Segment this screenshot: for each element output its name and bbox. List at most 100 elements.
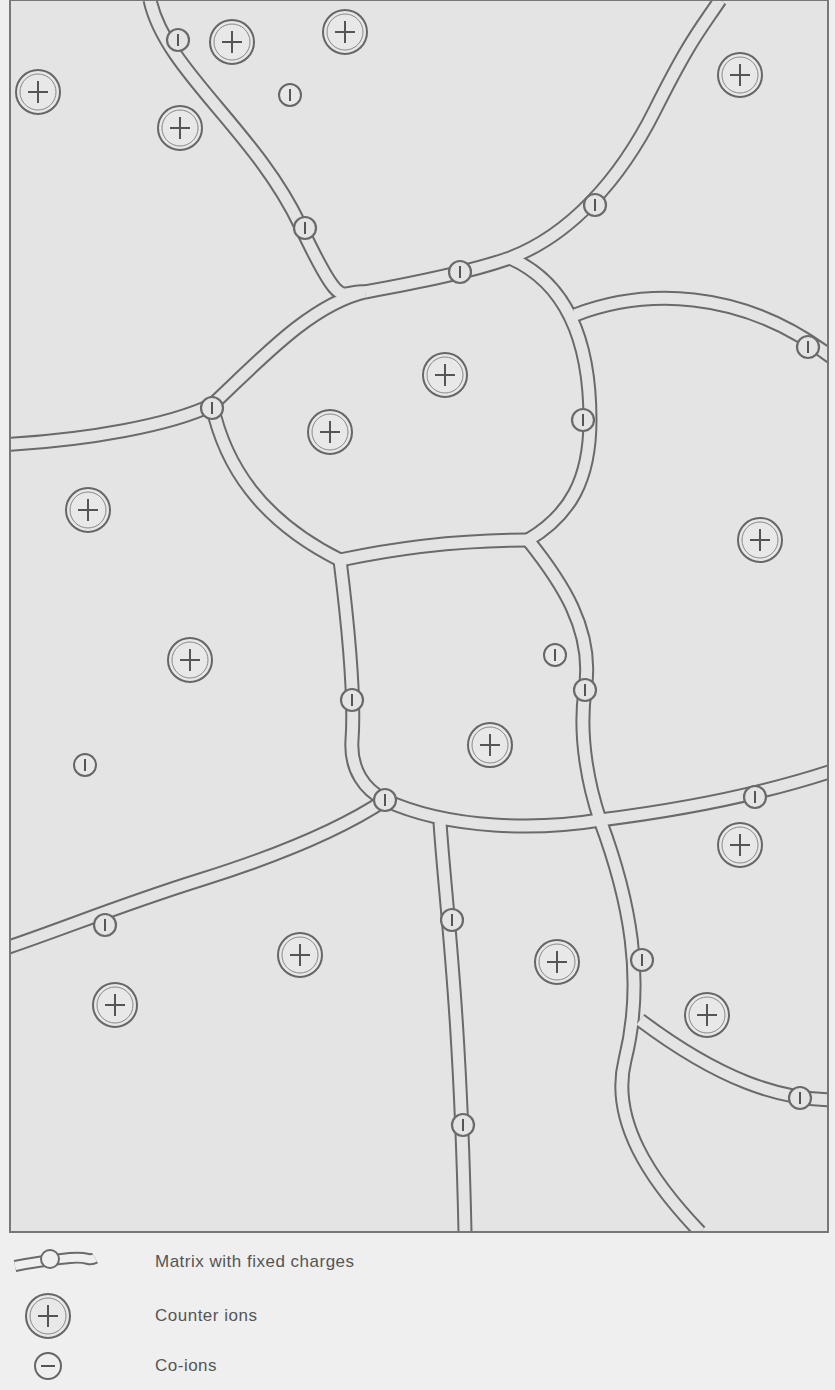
matrix-band-inner (340, 560, 385, 800)
fixed-charge-sign (384, 794, 386, 806)
co-ion (544, 644, 566, 666)
counter-ion-ring (162, 110, 198, 146)
fixed-charge (167, 29, 189, 51)
fixed-charge (797, 336, 819, 358)
plus-sign (179, 117, 181, 139)
counter-ion (535, 940, 579, 984)
legend-row: Matrix with fixed charges (155, 1247, 355, 1277)
plus-sign (344, 21, 346, 43)
fixed-charge (441, 909, 463, 931)
counter-ion (738, 518, 782, 562)
counter-ion-ring (327, 14, 363, 50)
counter-ion (718, 53, 762, 97)
counter-ion-ring (282, 937, 318, 973)
plus-sign (706, 1004, 708, 1026)
matrix-band-inner (600, 770, 827, 820)
counter-ion-ring (722, 827, 758, 863)
fixed-charge (631, 949, 653, 971)
counter-ion (308, 410, 352, 454)
fixed-charge-sign (799, 1092, 801, 1104)
counter-ion-ring (20, 74, 56, 110)
matrix-band-inner (440, 822, 465, 1231)
fixed-charge (201, 397, 223, 419)
membrane-frame (10, 0, 828, 1232)
fixed-charge-sign (211, 402, 213, 414)
plus-sign (231, 31, 233, 53)
fixed-charge (374, 789, 396, 811)
plus-sign (87, 499, 89, 521)
plus-sign (739, 834, 741, 856)
fixed-charge-sign (177, 34, 179, 46)
plus-sign (47, 1305, 49, 1327)
fixed-charge (449, 261, 471, 283)
fixed-charge (789, 1087, 811, 1109)
legend-fixed-charge (41, 1250, 59, 1268)
counter-ion (210, 20, 254, 64)
counter-ion-ring (472, 727, 508, 763)
matrix-band-inner (11, 800, 385, 950)
counter-ion (423, 353, 467, 397)
matrix-band-inner (365, 1, 720, 292)
counter-ion-ring (427, 357, 463, 393)
fixed-charge-sign (641, 954, 643, 966)
matrix-band-outline (385, 800, 600, 826)
fixed-charge-sign (584, 684, 586, 696)
matrix-band-inner (575, 298, 827, 360)
counter-ion (468, 723, 512, 767)
counter-ion-ring (742, 522, 778, 558)
matrix-band-outline (510, 258, 590, 540)
fixed-charge-sign (459, 266, 461, 278)
fixed-charge-sign (582, 414, 584, 426)
legend-counter-ion (26, 1294, 70, 1338)
plus-sign (489, 734, 491, 756)
counter-ion-ring (689, 997, 725, 1033)
plus-sign (114, 994, 116, 1016)
fixed-charge-sign (754, 791, 756, 803)
matrix-band-inner (340, 540, 528, 560)
minus-sign (289, 89, 291, 101)
fixed-charge (294, 217, 316, 239)
counter-ion (323, 10, 367, 54)
counter-ion-ring (172, 642, 208, 678)
fixed-charge (572, 409, 594, 431)
fixed-charge (574, 679, 596, 701)
fixed-charge-sign (594, 199, 596, 211)
co-ion (74, 754, 96, 776)
legend-label: Counter ions (155, 1306, 257, 1326)
plus-sign (739, 64, 741, 86)
matrix-band-outline (11, 800, 385, 950)
matrix-band-inner (510, 258, 590, 540)
co-ion (279, 84, 301, 106)
counter-ion-ring (539, 944, 575, 980)
counter-ion (278, 933, 322, 977)
minus-sign (554, 649, 556, 661)
matrix-band-outline (600, 770, 827, 820)
counter-ion (168, 638, 212, 682)
matrix-band-outline (365, 1, 720, 292)
plus-sign (759, 529, 761, 551)
legend-samples (15, 1250, 95, 1379)
fixed-charge-sign (807, 341, 809, 353)
plus-sign (37, 81, 39, 103)
plus-sign (556, 951, 558, 973)
matrix-band-outline (528, 540, 600, 820)
counter-ion-ring (214, 24, 250, 60)
minus-sign (84, 759, 86, 771)
matrix-band-outline (150, 1, 365, 294)
matrix-band-outline (340, 560, 385, 800)
minus-sign (41, 1365, 55, 1367)
plus-sign (189, 649, 191, 671)
counter-ion-ring (70, 492, 106, 528)
legend-row: Co-ions (155, 1351, 217, 1381)
fixed-charge-sign (104, 919, 106, 931)
fixed-charge (584, 194, 606, 216)
legend-row: Counter ions (155, 1301, 257, 1331)
legend-label: Matrix with fixed charges (155, 1252, 355, 1272)
counter-ion (718, 823, 762, 867)
legend-label: Co-ions (155, 1356, 217, 1376)
fixed-charge (94, 914, 116, 936)
counter-ion (685, 993, 729, 1037)
counter-ion-ring (97, 987, 133, 1023)
plus-sign (299, 944, 301, 966)
